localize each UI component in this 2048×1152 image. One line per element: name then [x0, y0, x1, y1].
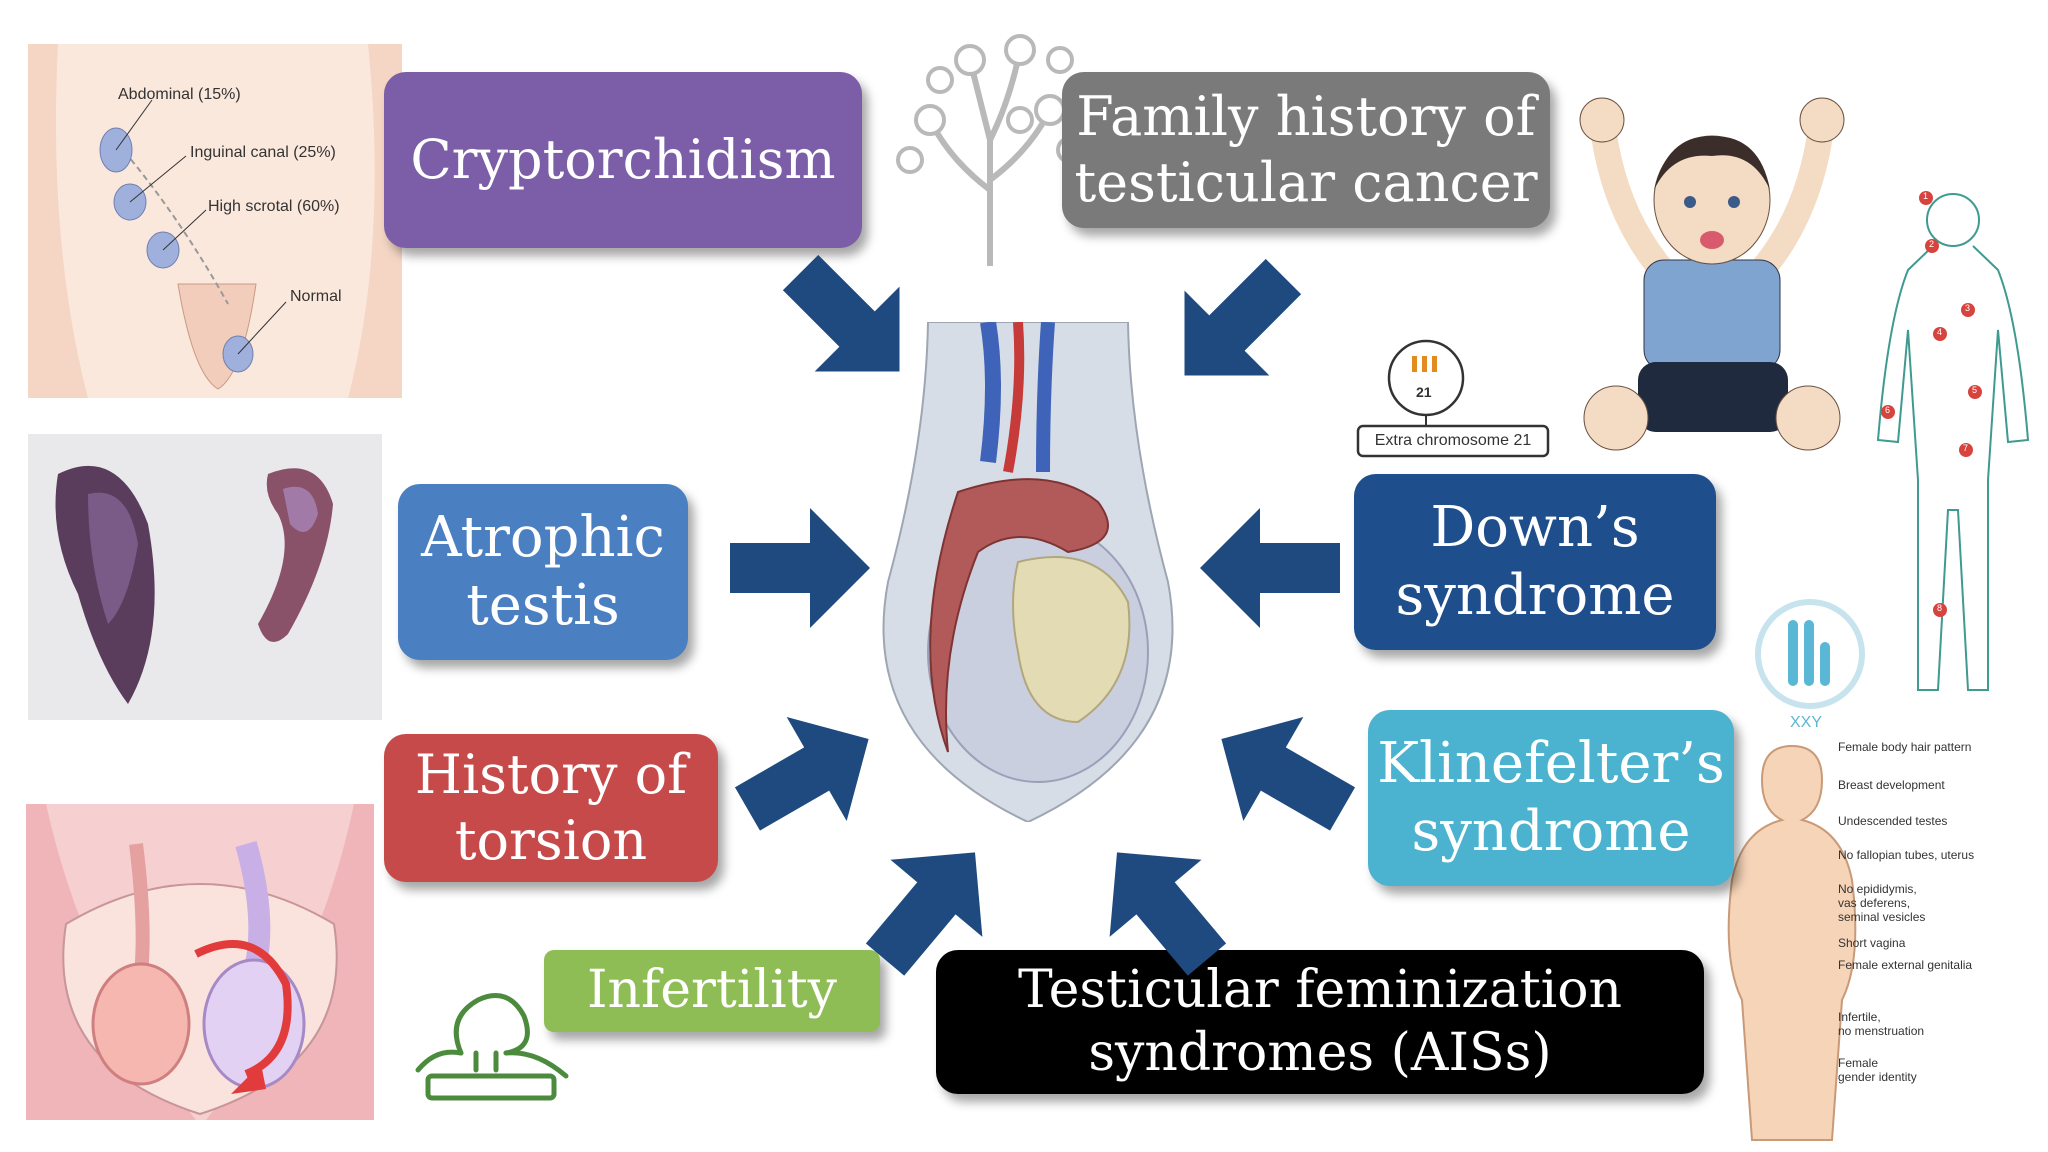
- label-abdominal: Abdominal (15%): [118, 86, 241, 103]
- downs-child-illustration: [1572, 90, 1852, 470]
- body-map-figure: 1 2 3 4 5 6 7 8: [1868, 180, 2038, 730]
- factor-atrophic-testis: Atrophic testis: [398, 484, 688, 660]
- factor-family-history: Family history of testicular cancer: [1062, 72, 1550, 228]
- karyotype-icon: [1755, 599, 1865, 709]
- ais-body-panel: [1692, 740, 1892, 1144]
- cryptorchidism-diagram: Abdominal (15%) Inguinal canal (25%) Hig…: [28, 44, 402, 398]
- chromosome-icon: [1356, 339, 1550, 458]
- arrow-from-klinefelter: [1191, 687, 1372, 861]
- ais-body-outline: [1727, 744, 1857, 1141]
- label-inguinal: Inguinal canal (25%): [190, 144, 336, 161]
- marker-5: 5: [1972, 385, 1978, 395]
- torsion-illustration: [26, 804, 374, 1120]
- chromosome-number: 21: [1416, 384, 1432, 400]
- xxy-karyotype: XXY: [1752, 596, 1868, 734]
- arrow-from-atrophic-testis: [730, 508, 870, 628]
- ais-label-8: Infertile, no menstruation: [1838, 1010, 1925, 1038]
- body-outline: [1876, 193, 2030, 691]
- ais-label-7: Female external genitalia: [1838, 958, 1973, 972]
- body-markers: [1881, 191, 1982, 617]
- label-high-scrotal: High scrotal (60%): [208, 198, 340, 215]
- ais-label-2: Breast development: [1838, 778, 1945, 792]
- testis-drawing: [882, 320, 1174, 824]
- marker-3: 3: [1965, 303, 1971, 313]
- ais-label-3: Undescended testes: [1838, 814, 1948, 828]
- ais-label-5: No epididymis, vas deferens, seminal ves…: [1838, 882, 1926, 924]
- chromosome-21-callout: 21 Extra chromosome 21: [1356, 334, 1550, 458]
- ais-label-4: No fallopian tubes, uterus: [1838, 848, 1975, 862]
- torsion-drawing: [26, 804, 374, 1120]
- testis-illustration: [868, 320, 1188, 824]
- label-normal: Normal: [290, 288, 342, 305]
- karyotype-label: XXY: [1790, 714, 1823, 731]
- chromosome-caption: Extra chromosome 21: [1374, 432, 1532, 449]
- ais-label-1: Female body hair pattern: [1838, 740, 1972, 754]
- marker-2: 2: [1929, 239, 1935, 249]
- atrophic-testis-illustration: [28, 434, 382, 720]
- ais-labels: Female body hair pattern Breast developm…: [1838, 740, 2038, 1140]
- infertility-icon: [406, 978, 576, 1106]
- atrophic-testis-photo: [28, 434, 382, 720]
- marker-7: 7: [1963, 443, 1969, 453]
- factor-klinefelter-syndrome: Klinefelter’s syndrome: [1368, 710, 1734, 886]
- marker-6: 6: [1885, 405, 1891, 415]
- marker-8: 8: [1937, 603, 1943, 613]
- factor-downs-syndrome: Down’s syndrome: [1354, 474, 1716, 650]
- factor-history-of-torsion: History of torsion: [384, 734, 718, 882]
- child-drawing: [1579, 97, 1845, 451]
- marker-4: 4: [1937, 327, 1943, 337]
- factor-testicular-feminization: Testicular feminization syndromes (AISs): [936, 950, 1704, 1094]
- factor-infertility: Infertility: [544, 950, 880, 1032]
- arrow-from-downs-syndrome: [1200, 508, 1340, 628]
- ais-label-9: Female gender identity: [1838, 1056, 1917, 1084]
- marker-1: 1: [1923, 191, 1929, 201]
- factor-cryptorchidism: Cryptorchidism: [384, 72, 862, 248]
- ais-label-6: Short vagina: [1838, 936, 1906, 950]
